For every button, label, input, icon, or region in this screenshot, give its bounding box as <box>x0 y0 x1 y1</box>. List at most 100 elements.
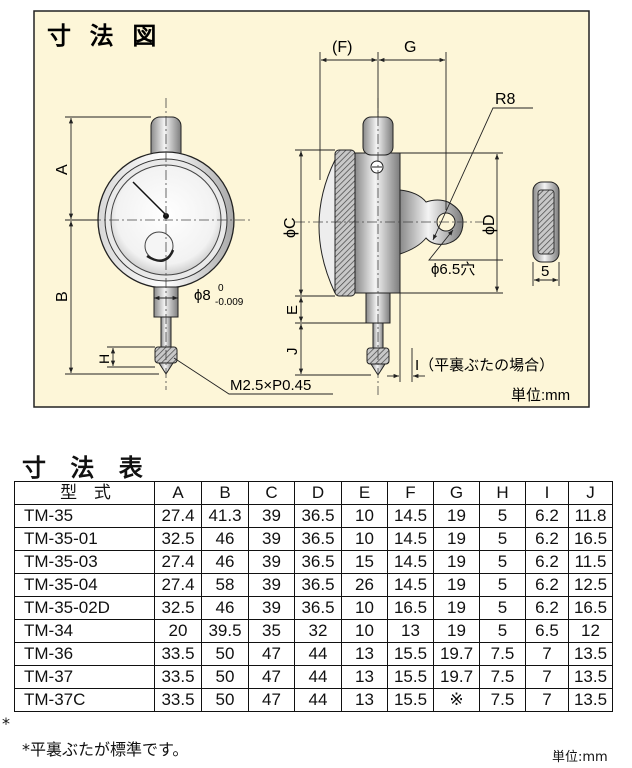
asterisk-mark: * <box>2 714 10 733</box>
col-header-h: H <box>479 481 526 505</box>
front-view <box>91 98 251 390</box>
col-header-c: C <box>248 481 295 505</box>
dim-h <box>107 346 155 368</box>
table-cell: 15.5 <box>387 642 434 666</box>
table-cell: 20 <box>154 619 202 643</box>
table-cell: 39 <box>248 550 295 574</box>
table-cell: 32 <box>294 619 342 643</box>
table-cell: 50 <box>201 665 249 689</box>
table-cell: 44 <box>294 642 342 666</box>
table-cell: 33.5 <box>154 665 202 689</box>
table-cell-model: TM-35-03 <box>14 550 155 574</box>
label-r8: R8 <box>495 91 516 108</box>
dim-i <box>387 293 425 382</box>
table-cell: 14.5 <box>387 527 434 551</box>
table-cell: 5 <box>479 527 526 551</box>
table-cell: 6.2 <box>525 596 569 620</box>
table-cell: 47 <box>248 642 295 666</box>
dim-c <box>295 149 335 297</box>
table-cell-model: TM-37 <box>14 665 155 689</box>
col-header-i: I <box>525 481 569 505</box>
col-header-e: E <box>341 481 388 505</box>
table-cell-model: TM-35-04 <box>14 573 155 597</box>
table-cell: 19.7 <box>433 665 480 689</box>
label-stem-tol-top: 0 <box>218 283 224 294</box>
table-footnote: *平裏ぶたが標準です。 <box>22 740 189 759</box>
table-cell: 47 <box>248 665 295 689</box>
table-cell-model: TM-37C <box>14 688 155 712</box>
table-cell: 44 <box>294 665 342 689</box>
drawing-title: 寸 法 図 <box>47 23 162 50</box>
table-cell: 12 <box>568 619 613 643</box>
table-cell: 36.5 <box>294 573 342 597</box>
col-header-a: A <box>154 481 202 505</box>
table-cell: 13.5 <box>568 688 613 712</box>
label-f: (F) <box>332 39 352 56</box>
table-cell: 6.2 <box>525 550 569 574</box>
table-cell: 13.5 <box>568 642 613 666</box>
table-cell: 46 <box>201 527 249 551</box>
label-stem: ϕ8 <box>194 287 211 304</box>
table-cell: 6.2 <box>525 504 569 528</box>
table-cell: 13 <box>341 688 388 712</box>
table-cell: 27.4 <box>154 504 202 528</box>
label-thread: M2.5×P0.45 <box>230 377 311 394</box>
table-cell: 6.2 <box>525 573 569 597</box>
flat-back-cover <box>532 181 560 286</box>
table-cell: 11.8 <box>568 504 613 528</box>
table-cell: 36.5 <box>294 596 342 620</box>
table-cell: 12.5 <box>568 573 613 597</box>
dim-f-g <box>319 52 447 210</box>
label-c: ϕC <box>282 217 299 238</box>
table-cell: 39 <box>248 527 295 551</box>
table-cell-model: TM-35-01 <box>14 527 155 551</box>
table-cell: 7.5 <box>479 688 526 712</box>
table-cell: 10 <box>341 619 388 643</box>
label-hole: ϕ6.5穴 <box>431 261 475 278</box>
table-cell: 36.5 <box>294 550 342 574</box>
table-cell: 15.5 <box>387 665 434 689</box>
dim-e-j <box>295 297 371 376</box>
table-cell: 19 <box>433 573 480 597</box>
table-cell: 15.5 <box>387 688 434 712</box>
side-crystal <box>318 159 336 294</box>
table-cell: 19 <box>433 527 480 551</box>
table-cell: 27.4 <box>154 550 202 574</box>
table-cell: 7 <box>525 688 569 712</box>
drawing-unit: 単位:mm <box>511 387 570 404</box>
table-cell: 14.5 <box>387 504 434 528</box>
table-cell: 39.5 <box>201 619 249 643</box>
side-view <box>295 98 483 395</box>
table-cell: 32.5 <box>154 596 202 620</box>
col-header-j: J <box>568 481 613 505</box>
col-header-d: D <box>294 481 342 505</box>
table-cell: 13.5 <box>568 665 613 689</box>
r8-leader <box>432 107 533 241</box>
table-cell: 27.4 <box>154 573 202 597</box>
table-cell: 50 <box>201 642 249 666</box>
table-cell: 19 <box>433 596 480 620</box>
table-cell: 16.5 <box>387 596 434 620</box>
table-header-row: 型 式 A B C D E F G H I J <box>14 481 613 505</box>
table-cell: ※ <box>433 688 480 712</box>
col-header-b: B <box>201 481 249 505</box>
hole-leader <box>428 229 503 261</box>
table-cell: 5 <box>479 596 526 620</box>
dim-a-b <box>65 116 159 375</box>
table-cell: 13 <box>341 665 388 689</box>
table-cell: 41.3 <box>201 504 249 528</box>
table-cell: 58 <box>201 573 249 597</box>
table-cell: 7.5 <box>479 642 526 666</box>
table-cell: 19 <box>433 619 480 643</box>
table-cell: 19.7 <box>433 642 480 666</box>
table-cell: 39 <box>248 573 295 597</box>
table-cell: 7 <box>525 665 569 689</box>
label-i: I（平裏ぶたの場合） <box>415 356 554 374</box>
